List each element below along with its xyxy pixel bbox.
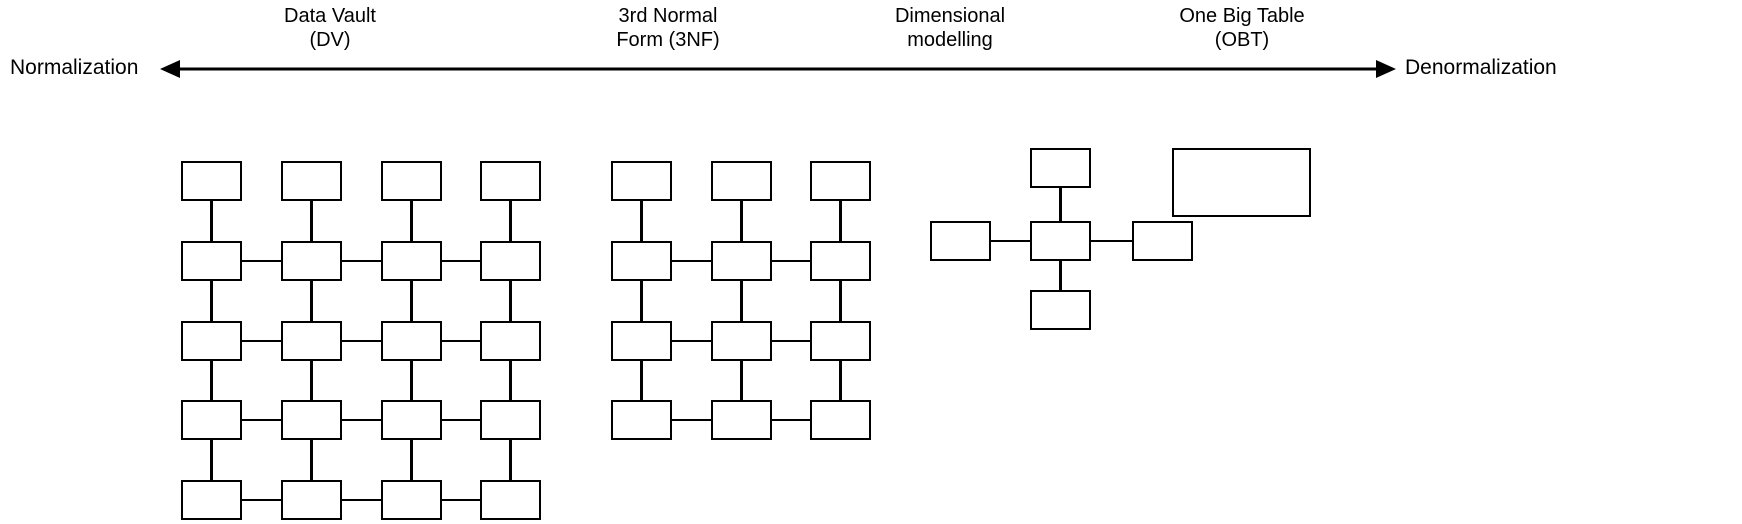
data-vault-connector-horizontal xyxy=(242,339,281,343)
third-normal-form-table-node xyxy=(711,321,772,361)
data-vault-connector-horizontal xyxy=(342,339,381,343)
third-normal-form-table-node xyxy=(611,241,672,281)
data-vault-connector-vertical xyxy=(310,201,313,241)
data-vault-connector-vertical xyxy=(509,361,512,400)
data-vault-table-node xyxy=(181,161,242,201)
column-header-data-vault: Data Vault (DV) xyxy=(284,5,376,51)
data-vault-table-node xyxy=(181,480,242,520)
data-vault-connector-vertical xyxy=(509,440,512,480)
data-vault-connector-vertical xyxy=(509,201,512,241)
data-vault-table-node xyxy=(281,480,342,520)
data-vault-connector-horizontal xyxy=(242,498,281,502)
third-normal-form-connector-vertical xyxy=(740,361,743,400)
data-vault-connector-vertical xyxy=(410,440,413,480)
dimensional-dimension-table xyxy=(1132,221,1193,261)
data-vault-connector-vertical xyxy=(310,361,313,400)
data-vault-connector-horizontal xyxy=(442,339,480,343)
data-vault-table-node xyxy=(381,321,442,361)
third-normal-form-connector-vertical xyxy=(839,361,842,400)
third-normal-form-connector-vertical xyxy=(740,201,743,241)
third-normal-form-connector-vertical xyxy=(839,201,842,241)
third-normal-form-table-node xyxy=(611,321,672,361)
data-vault-connector-vertical xyxy=(210,361,213,400)
third-normal-form-connector-horizontal xyxy=(772,418,810,422)
third-normal-form-connector-horizontal xyxy=(672,339,711,343)
data-vault-table-node xyxy=(381,161,442,201)
third-normal-form-table-node xyxy=(810,321,871,361)
data-vault-table-node xyxy=(381,400,442,440)
third-normal-form-connector-horizontal xyxy=(672,418,711,422)
data-vault-connector-horizontal xyxy=(342,498,381,502)
dimensional-connector-horizontal xyxy=(1091,239,1132,243)
data-vault-connector-vertical xyxy=(509,281,512,321)
third-normal-form-connector-vertical xyxy=(839,281,842,321)
data-vault-connector-vertical xyxy=(410,281,413,321)
data-vault-connector-vertical xyxy=(210,201,213,241)
data-vault-table-node xyxy=(381,241,442,281)
third-normal-form-table-node xyxy=(711,161,772,201)
data-vault-connector-vertical xyxy=(310,281,313,321)
dimensional-connector-vertical xyxy=(1059,188,1062,221)
data-vault-connector-horizontal xyxy=(442,259,480,263)
data-vault-connector-horizontal xyxy=(442,498,480,502)
third-normal-form-connector-vertical xyxy=(640,361,643,400)
data-vault-connector-horizontal xyxy=(342,418,381,422)
column-header-dimensional-modelling: Dimensional modelling xyxy=(894,5,1006,51)
data-vault-table-node xyxy=(480,321,541,361)
data-vault-table-node xyxy=(480,400,541,440)
third-normal-form-connector-vertical xyxy=(740,281,743,321)
third-normal-form-connector-vertical xyxy=(640,281,643,321)
dimensional-connector-horizontal xyxy=(991,239,1030,243)
data-vault-connector-vertical xyxy=(210,281,213,321)
column-header-third-normal-form: 3rd Normal Form (3NF) xyxy=(616,5,720,51)
data-vault-connector-vertical xyxy=(410,361,413,400)
data-vault-table-node xyxy=(480,241,541,281)
data-vault-connector-horizontal xyxy=(242,259,281,263)
data-vault-table-node xyxy=(181,400,242,440)
third-normal-form-connector-horizontal xyxy=(772,259,810,263)
third-normal-form-table-node xyxy=(810,161,871,201)
third-normal-form-table-node xyxy=(711,400,772,440)
data-vault-table-node xyxy=(281,241,342,281)
data-vault-table-node xyxy=(181,241,242,281)
third-normal-form-connector-horizontal xyxy=(672,259,711,263)
third-normal-form-connector-horizontal xyxy=(772,339,810,343)
normalization-spectrum-arrow xyxy=(160,52,1396,86)
third-normal-form-table-node xyxy=(611,161,672,201)
column-header-one-big-table: One Big Table (OBT) xyxy=(1179,5,1305,51)
data-vault-table-node xyxy=(480,161,541,201)
dimensional-dimension-table xyxy=(1030,148,1091,188)
data-vault-connector-horizontal xyxy=(442,418,480,422)
data-vault-table-node xyxy=(281,321,342,361)
dimensional-dimension-table xyxy=(930,221,991,261)
dimensional-fact-table xyxy=(1030,221,1091,261)
data-vault-connector-vertical xyxy=(210,440,213,480)
data-vault-connector-vertical xyxy=(410,201,413,241)
dimensional-dimension-table xyxy=(1030,290,1091,330)
third-normal-form-table-node xyxy=(611,400,672,440)
data-vault-table-node xyxy=(281,161,342,201)
one-big-table-node xyxy=(1172,148,1311,217)
data-vault-table-node xyxy=(281,400,342,440)
data-vault-connector-vertical xyxy=(310,440,313,480)
axis-label-normalization: Normalization xyxy=(10,56,139,79)
third-normal-form-connector-vertical xyxy=(640,201,643,241)
data-vault-table-node xyxy=(480,480,541,520)
data-vault-connector-horizontal xyxy=(342,259,381,263)
dimensional-connector-vertical xyxy=(1059,261,1062,290)
third-normal-form-table-node xyxy=(810,241,871,281)
third-normal-form-table-node xyxy=(810,400,871,440)
data-vault-connector-horizontal xyxy=(242,418,281,422)
data-vault-table-node xyxy=(181,321,242,361)
axis-label-denormalization: Denormalization xyxy=(1405,56,1557,79)
data-vault-table-node xyxy=(381,480,442,520)
third-normal-form-table-node xyxy=(711,241,772,281)
